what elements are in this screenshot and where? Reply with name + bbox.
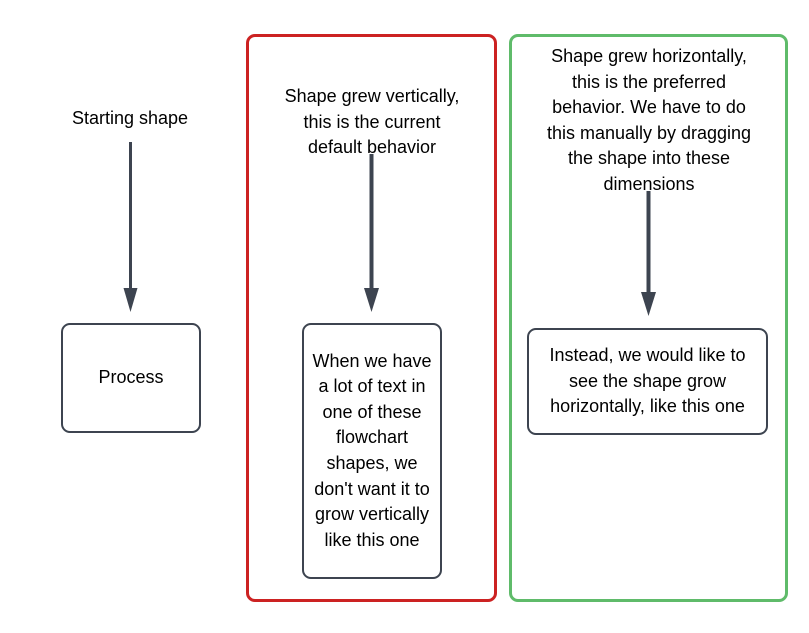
arrow-starting-to-process — [122, 140, 139, 314]
flowchart-shape-horizontal-growth[interactable]: Instead, we would like to see the shape … — [527, 328, 768, 435]
arrow-current-behavior — [363, 152, 380, 314]
flowchart-shape-process[interactable]: Process — [61, 323, 201, 433]
starting-shape-caption: Starting shape — [71, 108, 189, 128]
arrow-preferred-behavior — [640, 189, 657, 317]
shape-process-label: Process — [98, 367, 164, 388]
preferred-behavior-panel — [509, 34, 788, 602]
preferred-behavior-caption: Shape grew horizontally, this is the pre… — [546, 46, 752, 194]
current-behavior-panel — [246, 34, 497, 602]
shape-vertical-growth-label: When we have a lot of text in one of the… — [312, 350, 432, 550]
flowchart-shape-vertical-growth[interactable]: When we have a lot of text in one of the… — [302, 323, 442, 579]
current-behavior-caption: Shape grew vertically, this is the curre… — [284, 86, 460, 158]
shape-horizontal-growth-label: Instead, we would like to see the shape … — [549, 345, 746, 417]
